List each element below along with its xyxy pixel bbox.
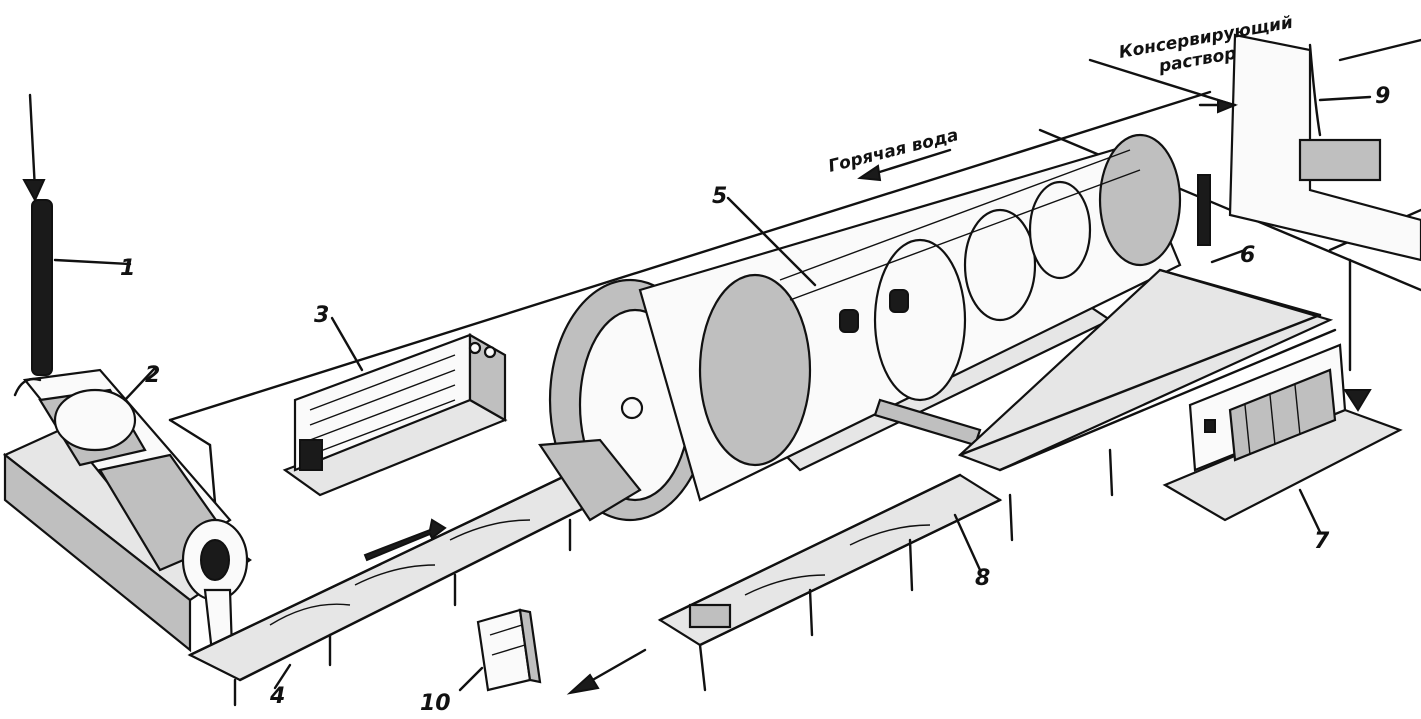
item-8-output-conveyor [566,448,1114,695]
label-5: 5 [712,184,727,209]
label-hot-water: Горячая вода [826,125,960,177]
item-2-washing-machine [2,366,252,654]
label-8: 8 [975,566,990,591]
label-10: 10 [420,691,451,716]
label-4: 4 [269,684,285,709]
label-9: 9 [1375,84,1390,109]
item-6-outlet-conveyor [957,248,1337,472]
label-1: 1 [120,256,135,281]
item-7-packing-machine [1162,343,1403,534]
hot-water-arrow [857,148,952,182]
label-6: 6 [1240,243,1255,268]
label-7: 7 [1314,529,1330,554]
label-3: 3 [314,303,329,328]
item-3-control-unit [282,316,508,497]
label-2: 2 [145,363,160,388]
item-5-rotary-drum [538,133,1182,522]
item-9-solution-tank [1197,33,1421,262]
item-10-container [458,608,542,692]
item-1-feed-pipe [22,93,132,376]
